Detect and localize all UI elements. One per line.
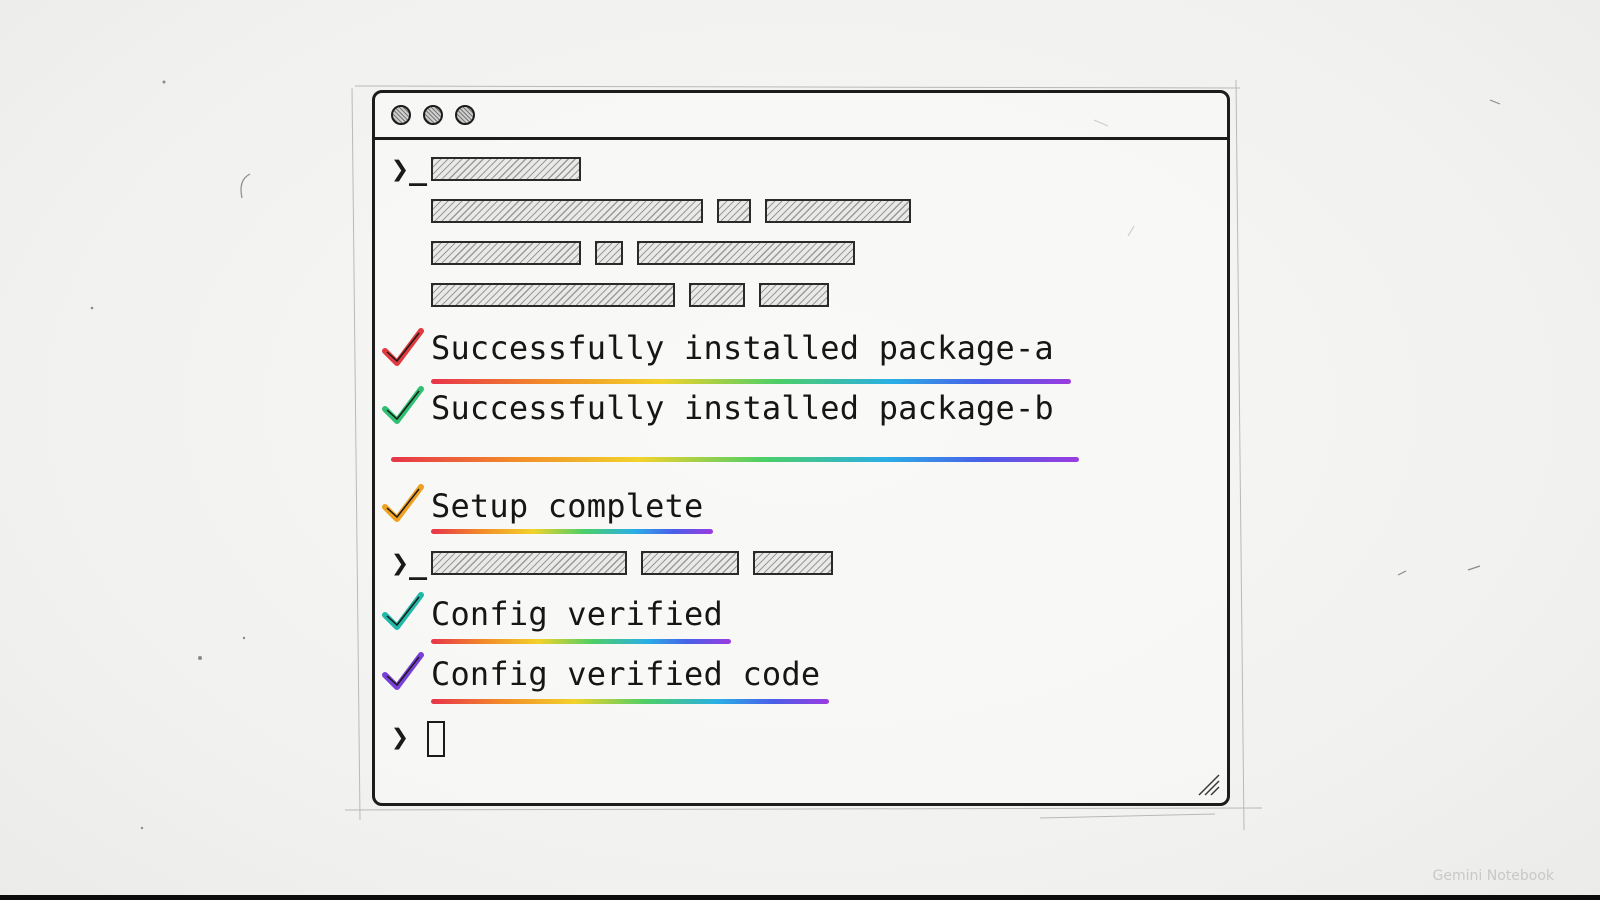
check-icon [382,592,424,630]
redacted-output [717,199,751,223]
check-icon [382,386,424,424]
maximize-dot-icon[interactable] [455,105,475,125]
prompt-icon: ❯_ [391,152,428,187]
redacted-command [753,551,833,575]
check-icon [382,484,424,522]
redacted-command [431,551,627,575]
config-verified-line: Config verified [431,595,723,633]
rainbow-underline [431,699,829,704]
check-icon [382,328,424,366]
config-verified-code-line: Config verified code [431,655,821,693]
rainbow-underline [431,639,731,644]
setup-complete-line: Setup complete [431,487,704,525]
close-dot-icon[interactable] [391,105,411,125]
redacted-output [431,283,675,307]
success-line-package-b: Successfully installed package-b [431,389,1054,427]
terminal-titlebar [375,93,1227,140]
redacted-output [759,283,829,307]
redacted-output [689,283,745,307]
minimize-dot-icon[interactable] [423,105,443,125]
rainbow-divider [391,457,1079,462]
redacted-output [637,241,855,265]
redacted-output [595,241,623,265]
text-cursor[interactable] [427,721,445,757]
redacted-command [641,551,739,575]
prompt-icon: ❯_ [391,546,428,581]
redacted-output [765,199,911,223]
terminal-window: ❯_ Successfully installed package-a Succ… [372,90,1230,806]
redacted-output [431,199,703,223]
bottom-border [0,895,1600,900]
check-icon [382,652,424,690]
rainbow-underline [431,379,1071,384]
resize-handle-icon[interactable] [1195,771,1221,797]
redacted-output [431,241,581,265]
redacted-command [431,157,581,181]
success-line-package-a: Successfully installed package-a [431,329,1054,367]
watermark: Gemini Notebook [1432,868,1554,884]
final-prompt-icon: ❯ [391,720,410,755]
rainbow-underline [431,529,713,534]
